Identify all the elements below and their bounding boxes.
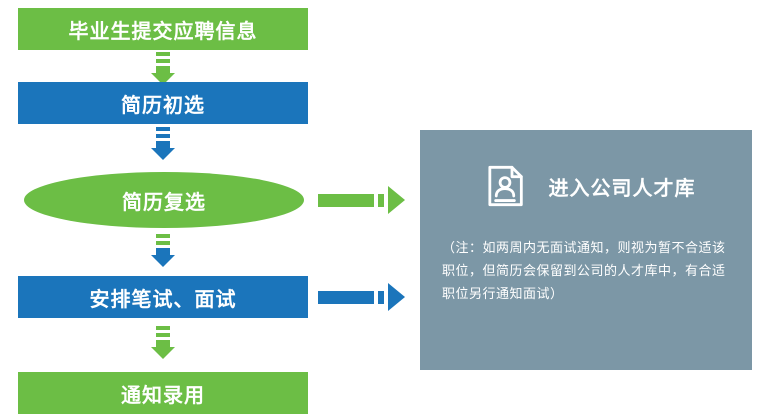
down-arrow-icon [18,127,308,160]
arrow-body [156,248,170,255]
arrow-stripe [156,234,170,238]
flow-step-resume-initial-screening: 简历初选 [18,82,308,124]
arrow-stripe [156,326,170,330]
arrow-stripe [156,333,170,337]
flow-step-notify-hiring: 通知录用 [18,372,308,414]
panel-header: 进入公司人才库 [442,158,730,214]
arrow-stripe [156,127,170,131]
down-arrow-icon [18,326,308,359]
panel-title: 进入公司人才库 [548,175,696,200]
arrow-head [388,186,405,214]
down-arrow-icon [18,234,308,267]
arrow-stripe [378,290,384,304]
arrow-head [151,347,175,359]
flow-step-arrange-test-interview: 安排笔试、面试 [18,276,308,318]
arrow-stripe [378,193,384,207]
right-arrow-icon [318,186,405,214]
arrow-stripe [156,241,170,245]
talent-pool-panel: 进入公司人才库 （注：如两周内无面试通知，则视为暂不合适该职位，但简历会保留到公… [420,130,752,370]
arrow-head [388,283,405,311]
arrow-body [156,340,170,347]
flow-step-resume-reselection: 简历复选 [24,172,304,228]
document-person-icon [477,158,533,214]
arrow-head [151,255,175,267]
arrow-body [156,66,170,73]
right-arrow-icon [318,283,405,311]
arrow-body [156,141,170,148]
arrow-stripe [156,59,170,63]
arrow-body [318,193,374,207]
down-arrow-icon [18,52,308,85]
arrow-head [151,148,175,160]
arrow-stripe [156,134,170,138]
panel-note: （注：如两周内无面试通知，则视为暂不合适该职位，但简历会保留到公司的人才库中，有… [442,241,726,302]
arrow-body [318,290,374,304]
arrow-stripe [156,52,170,56]
flow-step-submit-application: 毕业生提交应聘信息 [18,8,308,50]
